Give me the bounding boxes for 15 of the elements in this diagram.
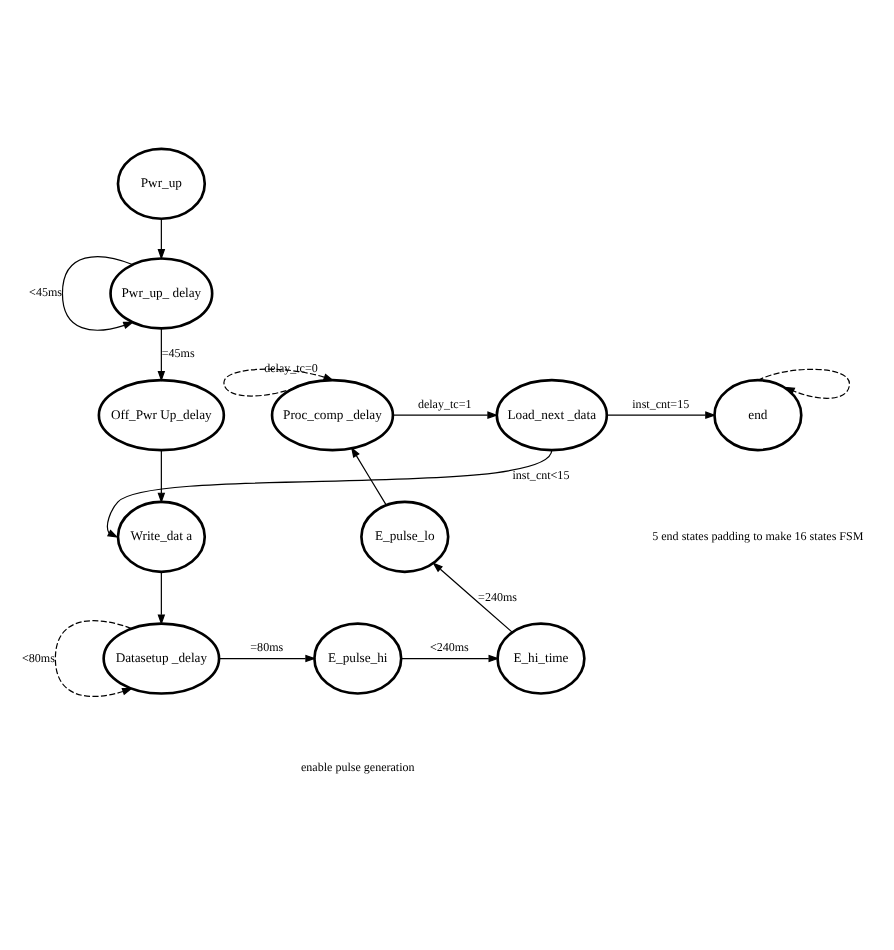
arrow <box>392 410 499 418</box>
arrow <box>606 410 717 418</box>
arrow <box>218 653 317 662</box>
arrow <box>157 448 166 503</box>
arrow <box>223 367 335 396</box>
arrow <box>106 448 553 537</box>
arrow <box>757 367 851 398</box>
arrow <box>157 326 166 381</box>
arrow <box>157 570 166 625</box>
arrow <box>350 445 387 505</box>
arrow <box>157 217 166 259</box>
arrow <box>61 255 135 330</box>
arrow <box>400 653 500 662</box>
arrow <box>54 619 133 696</box>
arrow <box>432 561 513 632</box>
